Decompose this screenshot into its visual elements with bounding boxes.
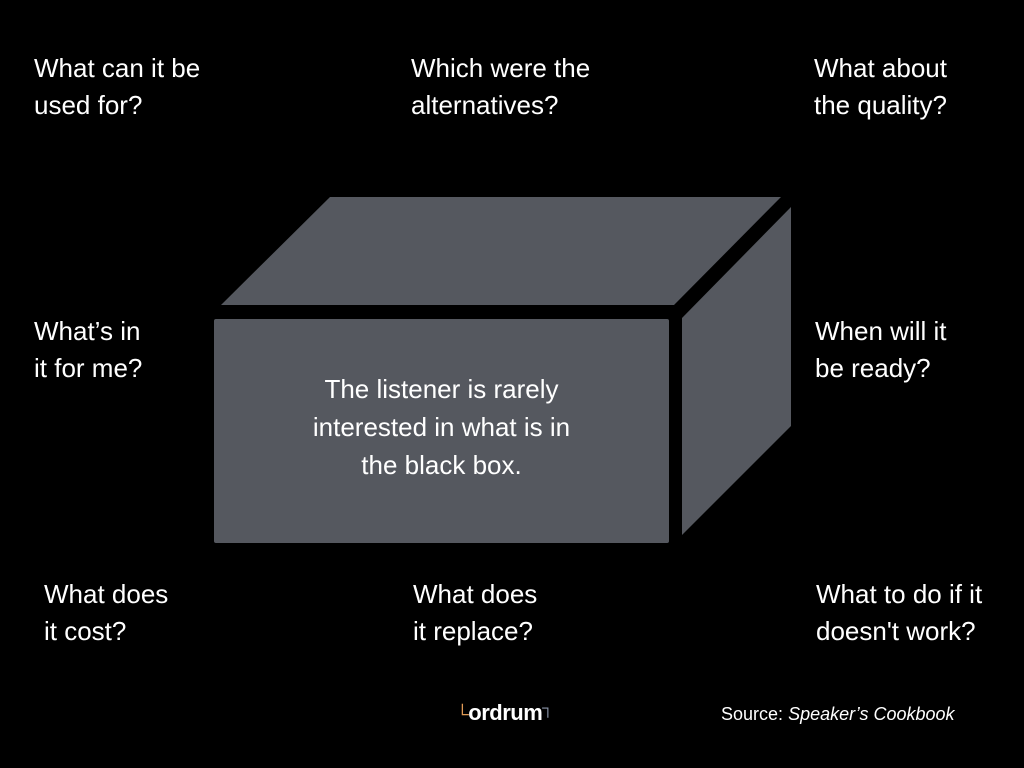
caption-line: interested in what is in (312, 412, 571, 442)
ordrum-logo: └ordrum┐ (456, 700, 554, 726)
question-line: What’s in (34, 316, 141, 346)
caption-line: The listener is rarely (324, 374, 559, 404)
question-benefit: What’s in it for me? (34, 313, 142, 387)
box-top-face (221, 197, 781, 305)
question-line: it cost? (44, 616, 127, 646)
question-cost: What does it cost? (44, 576, 168, 650)
question-line: What about (814, 53, 947, 83)
question-line: What to do if it (816, 579, 983, 609)
question-line: What can it be (34, 53, 201, 83)
question-use: What can it be used for? (34, 50, 200, 124)
question-line: be ready? (815, 353, 931, 383)
box-front-face (214, 319, 669, 543)
question-line: it replace? (413, 616, 533, 646)
question-alternatives: Which were the alternatives? (411, 50, 590, 124)
logo-text: ordrum (468, 700, 543, 725)
source-label: Source: (721, 704, 784, 724)
question-quality: What about the quality? (814, 50, 947, 124)
question-failure: What to do if it doesn't work? (816, 576, 982, 650)
question-ready: When will it be ready? (815, 313, 946, 387)
question-line: What does (413, 579, 538, 609)
caption-line: the black box. (361, 450, 522, 480)
question-line: alternatives? (411, 90, 559, 120)
box-side-face (682, 207, 791, 535)
question-line: it for me? (34, 353, 143, 383)
logo-bracket-right-icon: ┐ (542, 700, 554, 717)
question-line: used for? (34, 90, 143, 120)
question-line: What does (44, 579, 169, 609)
question-line: When will it (815, 316, 947, 346)
logo-bracket-left-icon: └ (456, 704, 469, 724)
question-line: the quality? (814, 90, 947, 120)
question-replace: What does it replace? (413, 576, 537, 650)
source-title: Speaker’s Cookbook (788, 704, 955, 724)
question-line: doesn't work? (816, 616, 976, 646)
box-caption: The listener is rarely interested in wha… (214, 370, 669, 484)
source-citation: Source: Speaker’s Cookbook (721, 704, 955, 725)
question-line: Which were the (411, 53, 591, 83)
